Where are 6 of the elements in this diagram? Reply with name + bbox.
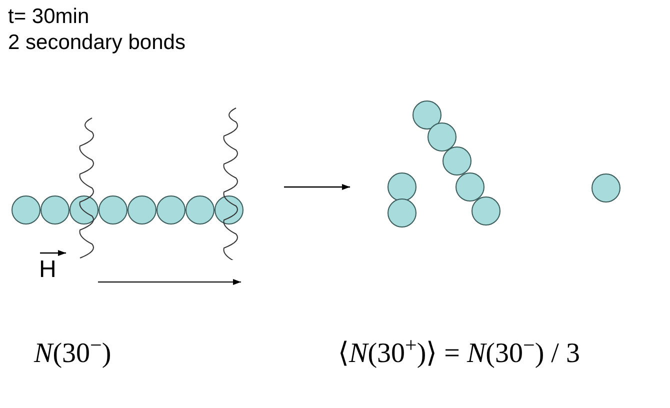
time-label: t= 30min [8,4,90,30]
vector-label: H [39,256,56,284]
formula: N(30$^{−}$) [34,336,112,371]
arrow [284,184,350,190]
bonds-label: 2 secondary bonds [8,30,186,56]
formula: ⟨N(30$^{+}$)⟩ = N(30$^{−}$) / 3 [338,336,580,371]
